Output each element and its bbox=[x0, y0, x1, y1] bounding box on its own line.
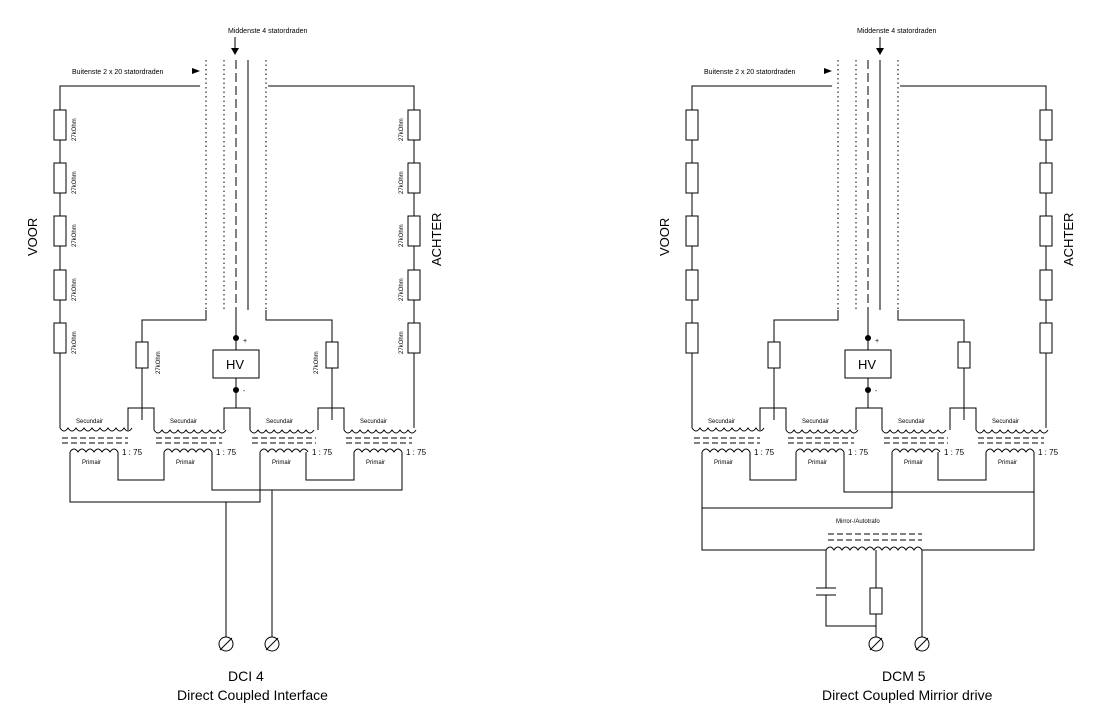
svg-text:-: - bbox=[875, 388, 878, 395]
svg-text:1 : 75: 1 : 75 bbox=[406, 448, 427, 457]
outer-wires-label: Buitenste 2 x 20 statordraden bbox=[704, 69, 796, 76]
output-terminal-1 bbox=[218, 636, 234, 652]
svg-text:27kOhm: 27kOhm bbox=[399, 118, 405, 141]
svg-text:27kOhm: 27kOhm bbox=[399, 331, 405, 354]
svg-text:Secundair: Secundair bbox=[360, 419, 387, 425]
svg-text:27kOhm: 27kOhm bbox=[72, 224, 78, 247]
svg-text:27kOhm: 27kOhm bbox=[72, 331, 78, 354]
svg-text:27kOhm: 27kOhm bbox=[399, 224, 405, 247]
svg-text:Primair: Primair bbox=[176, 460, 195, 466]
svg-text:Secundair: Secundair bbox=[898, 419, 925, 425]
svg-text:27kOhm: 27kOhm bbox=[399, 171, 405, 194]
svg-text:1 : 75: 1 : 75 bbox=[312, 448, 333, 457]
svg-text:27kOhm: 27kOhm bbox=[72, 118, 78, 141]
hv-source bbox=[844, 349, 892, 379]
svg-text:1 : 75: 1 : 75 bbox=[216, 448, 237, 457]
svg-text:Primair: Primair bbox=[998, 460, 1017, 466]
svg-text:27kOhm: 27kOhm bbox=[314, 351, 320, 374]
transformer-bank: Secundair Primair 1 : 75 Secundair Prima… bbox=[59, 419, 427, 466]
center-wires-label: Middenste 4 statordraden bbox=[857, 28, 936, 35]
output-terminal-2 bbox=[264, 636, 280, 652]
autotrafo-label: Mirror-/Autotrafo bbox=[836, 519, 880, 525]
diagram-title: DCM 5 bbox=[882, 668, 926, 684]
hv-label: HV bbox=[858, 357, 876, 372]
svg-text:1 : 75: 1 : 75 bbox=[1038, 448, 1059, 457]
svg-text:1 : 75: 1 : 75 bbox=[122, 448, 143, 457]
side-label-voor: VOOR bbox=[657, 218, 672, 256]
diagram-title: DCI 4 bbox=[228, 668, 264, 684]
diagram-subtitle: Direct Coupled Mirrior drive bbox=[822, 687, 993, 703]
output-terminal-2 bbox=[914, 636, 930, 652]
side-label-voor: VOOR bbox=[25, 218, 40, 256]
svg-text:Primair: Primair bbox=[904, 460, 923, 466]
hv-source bbox=[212, 349, 260, 379]
svg-text:Primair: Primair bbox=[272, 460, 291, 466]
diagram-subtitle: Direct Coupled Interface bbox=[177, 687, 328, 703]
resistor-chain-voor: 27kOhm 27kOhm 27kOhm 27kOhm 27kOhm bbox=[53, 109, 78, 354]
svg-text:Secundair: Secundair bbox=[266, 419, 293, 425]
side-label-achter: ACHTER bbox=[1061, 213, 1076, 266]
svg-text:Secundair: Secundair bbox=[170, 419, 197, 425]
svg-text:Secundair: Secundair bbox=[802, 419, 829, 425]
svg-text:Secundair: Secundair bbox=[992, 419, 1019, 425]
svg-text:-: - bbox=[243, 388, 246, 395]
side-label-achter: ACHTER bbox=[429, 213, 444, 266]
svg-text:Primair: Primair bbox=[714, 460, 733, 466]
svg-text:1 : 75: 1 : 75 bbox=[848, 448, 869, 457]
output-terminal-1 bbox=[868, 636, 884, 652]
autotransformer: Mirror-/Autotrafo bbox=[825, 519, 923, 551]
svg-text:Primair: Primair bbox=[808, 460, 827, 466]
svg-text:1 : 75: 1 : 75 bbox=[944, 448, 965, 457]
diagram-dci4: Middenste 4 statordraden Buitenste 2 x 2… bbox=[25, 28, 444, 703]
svg-text:Primair: Primair bbox=[82, 460, 101, 466]
svg-text:+: + bbox=[243, 338, 247, 345]
resistor-chain-achter bbox=[1039, 109, 1053, 354]
center-wires-label: Middenste 4 statordraden bbox=[228, 28, 307, 35]
hv-label: HV bbox=[226, 357, 244, 372]
resistor-chain-achter: 27kOhm 27kOhm 27kOhm 27kOhm 27kOhm bbox=[399, 109, 421, 354]
resistor-chain-voor bbox=[685, 109, 699, 354]
svg-text:Primair: Primair bbox=[366, 460, 385, 466]
svg-text:Secundair: Secundair bbox=[708, 419, 735, 425]
outer-wires-label: Buitenste 2 x 20 statordraden bbox=[72, 69, 164, 76]
svg-text:27kOhm: 27kOhm bbox=[72, 278, 78, 301]
svg-text:+: + bbox=[875, 338, 879, 345]
svg-text:1 : 75: 1 : 75 bbox=[754, 448, 775, 457]
stator-wires bbox=[837, 60, 899, 310]
capacitor bbox=[816, 587, 836, 596]
svg-text:27kOhm: 27kOhm bbox=[399, 278, 405, 301]
svg-text:27kOhm: 27kOhm bbox=[156, 351, 162, 374]
transformer-bank: Secundair Primair 1 : 75 Secundair Prima… bbox=[691, 419, 1059, 466]
diagram-dcm5: Middenste 4 statordraden Buitenste 2 x 2… bbox=[657, 28, 1076, 703]
svg-text:27kOhm: 27kOhm bbox=[72, 171, 78, 194]
svg-text:Secundair: Secundair bbox=[76, 419, 103, 425]
stator-wires bbox=[205, 60, 267, 310]
